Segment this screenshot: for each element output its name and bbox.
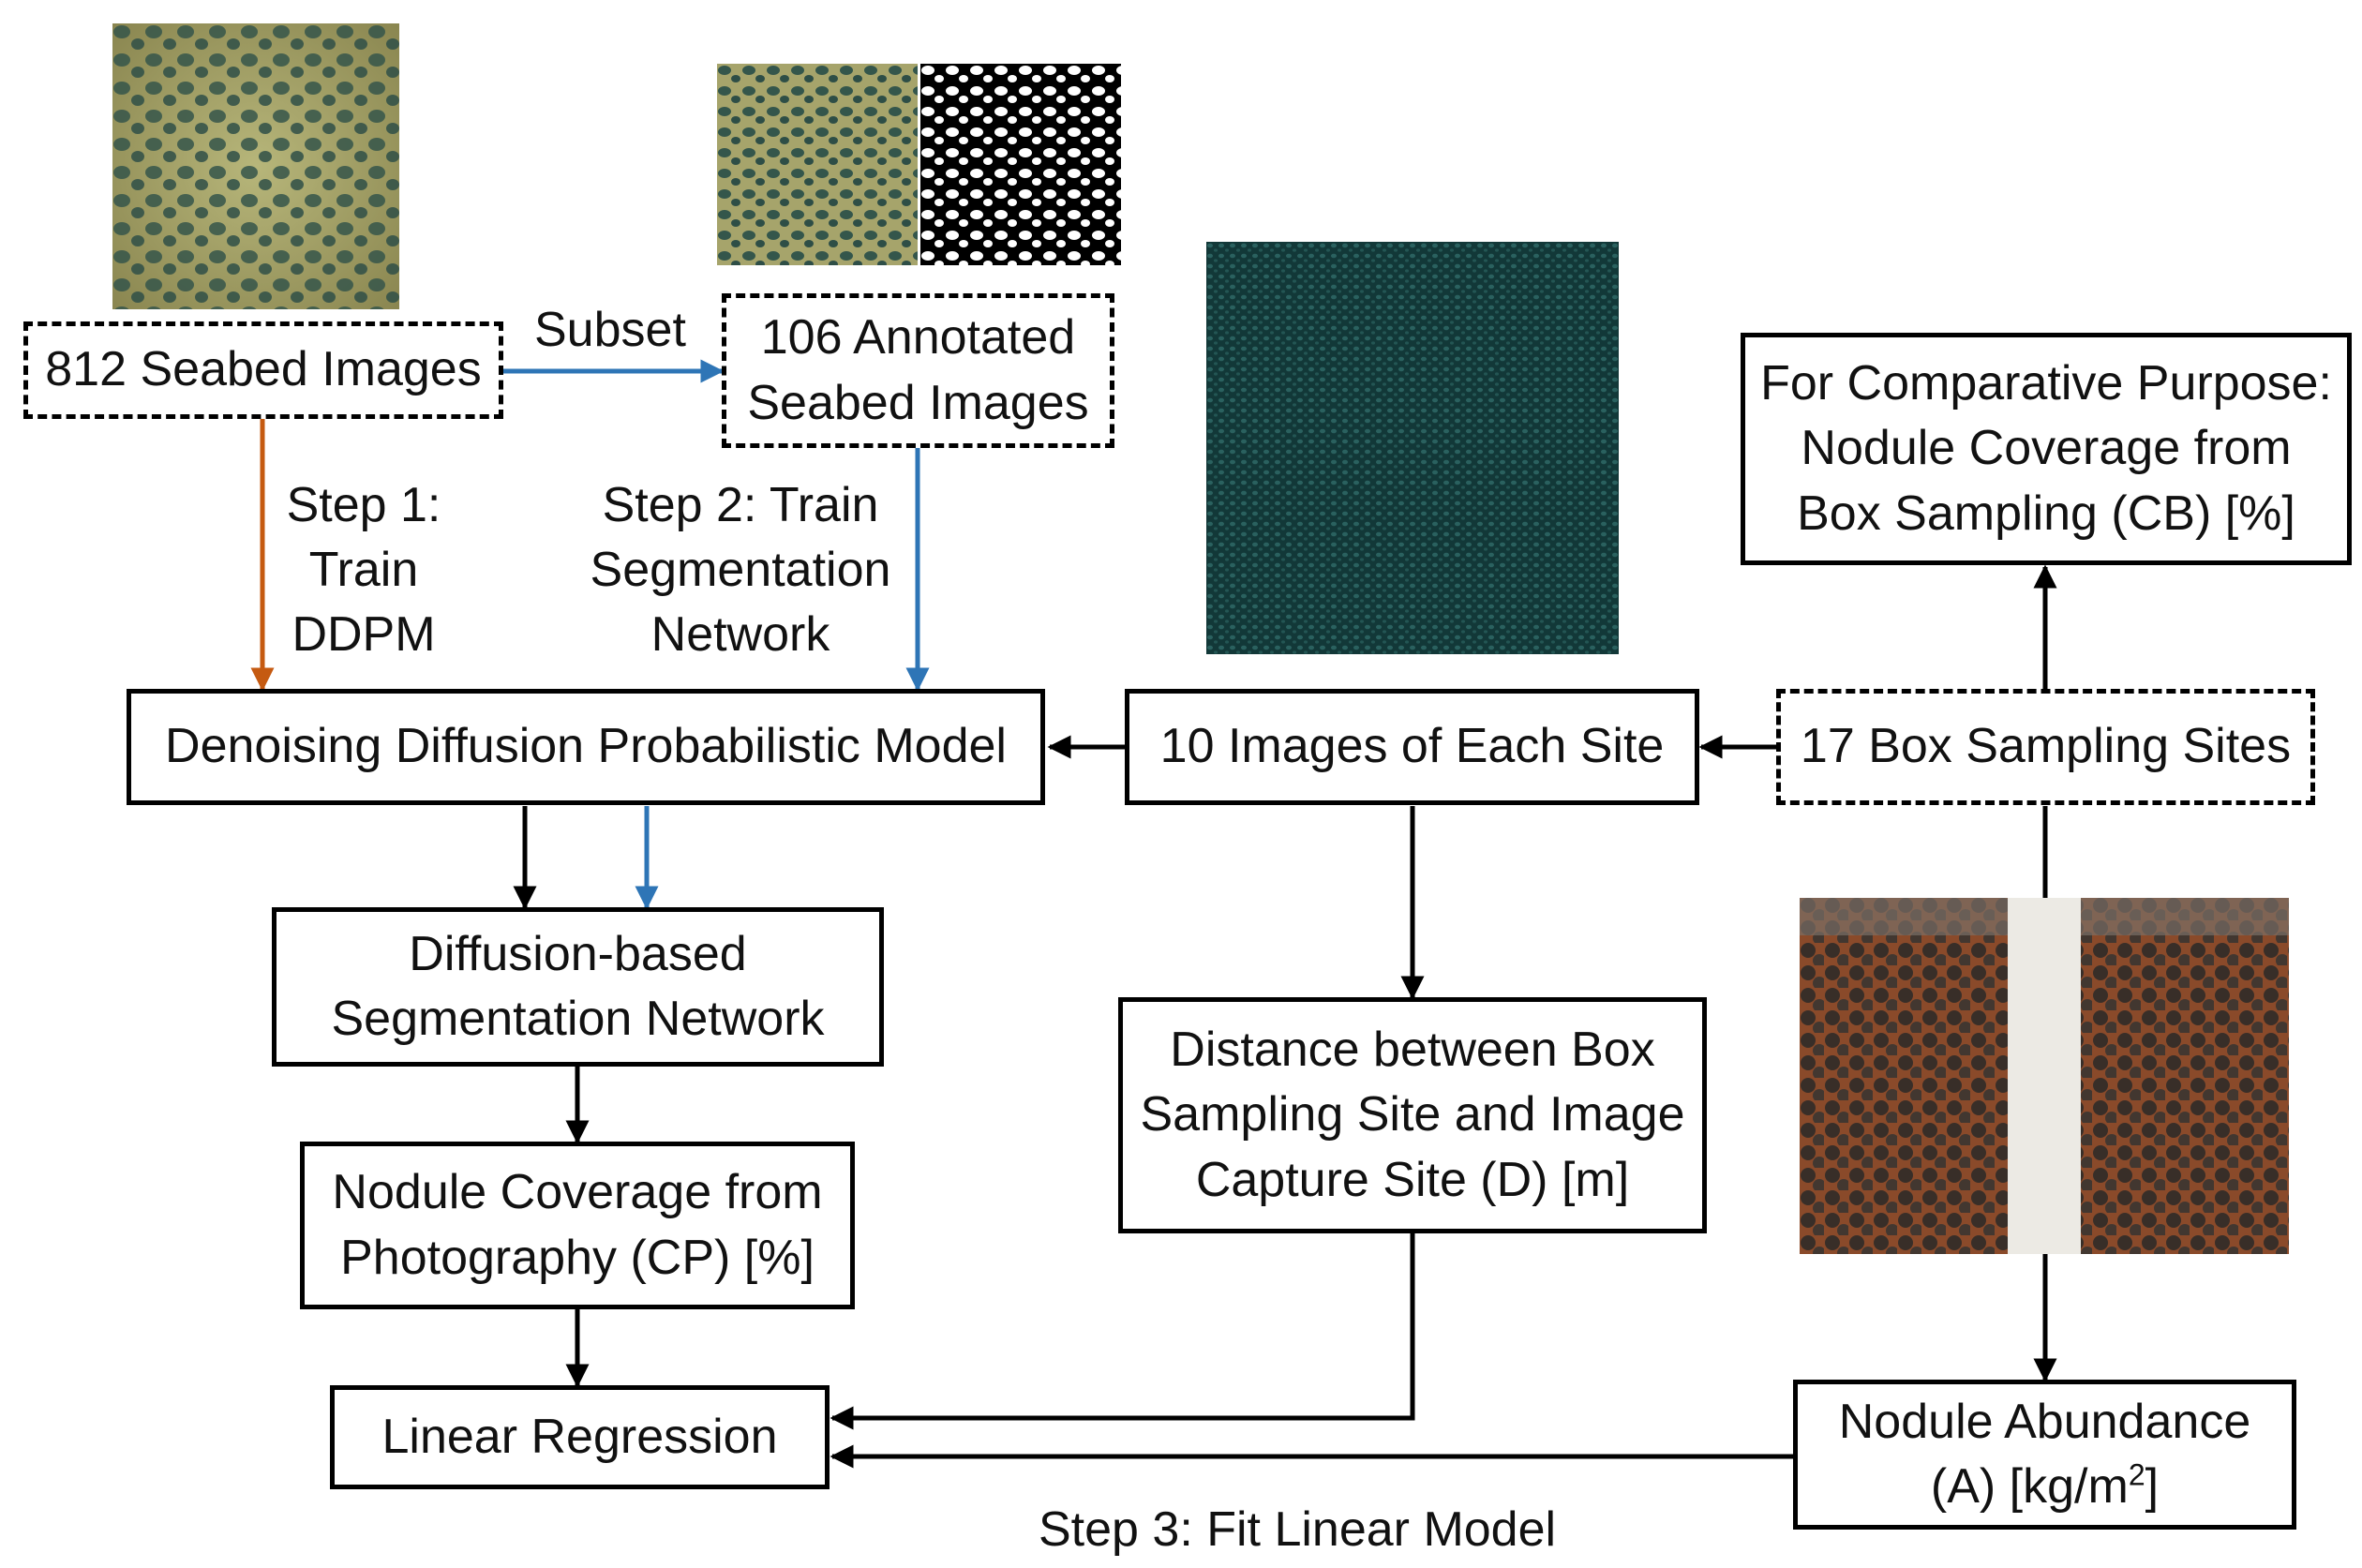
site-image [1206,242,1619,654]
step1-label-1: Step 1: [286,478,441,532]
coverage-photo-label-1: Nodule Coverage from [332,1165,823,1220]
abundance-unit-exponent: 2 [2128,1457,2145,1492]
linear-regression-node: Linear Regression [330,1385,830,1489]
distance-label-1: Distance between Box [1170,1023,1655,1078]
step2-label-2: Segmentation [590,543,891,598]
comparative-node: For Comparative Purpose: Nodule Coverage… [1741,333,2352,565]
annotated-images-label-2: Seabed Images [747,375,1089,430]
step2-label: Step 2: Train Segmentation Network [581,473,900,667]
box-sites-node: 17 Box Sampling Sites [1776,689,2315,805]
seg-network-label-1: Diffusion-based [409,926,747,981]
step2-label-1: Step 2: Train [602,478,879,532]
abundance-unit-base: (A) [kg/m [1930,1459,2129,1514]
subset-label: Subset [534,303,686,357]
coverage-photo-label-2: Photography (CP) [%] [340,1230,815,1285]
annotated-images-label-1: 106 Annotated [760,310,1076,366]
seabed-photo [112,23,399,309]
linear-regression-label: Linear Regression [381,1409,778,1464]
distance-label-2: Sampling Site and Image [1140,1087,1685,1142]
distance-node: Distance between Box Sampling Site and I… [1118,997,1707,1233]
step3-label: Step 3: Fit Linear Model [1039,1502,1557,1557]
step2-label-3: Network [650,607,830,663]
step1-label: Step 1: Train DDPM [270,473,457,667]
comparative-label-3: Box Sampling (CB) [%] [1797,485,2295,541]
abundance-node: Nodule Abundance (A) [kg/m2] [1793,1380,2296,1530]
segmentation-mask [920,64,1121,265]
annotated-seabed-photo [717,64,918,265]
site-images-node: 10 Images of Each Site [1125,689,1699,805]
ddpm-label: Denoising Diffusion Probabilistic Model [165,719,1007,774]
annotated-images-node: 106 Annotated Seabed Images [722,293,1114,448]
ddpm-node: Denoising Diffusion Probabilistic Model [127,689,1045,805]
step1-label-2: Train [308,543,419,598]
comparative-label-2: Nodule Coverage from [1801,421,2292,476]
coverage-photo-node: Nodule Coverage from Photography (CP) [%… [300,1142,855,1309]
site-images-label: 10 Images of Each Site [1159,719,1665,774]
seg-network-node: Diffusion-based Segmentation Network [272,907,884,1067]
seabed-images-node: 812 Seabed Images [23,321,503,419]
comparative-label-1: For Comparative Purpose: [1760,356,2332,411]
distance-label-3: Capture Site (D) [m] [1195,1152,1630,1207]
abundance-unit-close: ] [2145,1459,2160,1514]
box-sample-photo [1800,898,2289,1254]
box-sites-label: 17 Box Sampling Sites [1800,719,2292,774]
abundance-label-2: (A) [kg/m2] [1839,1455,2251,1519]
distance-to-regression-arrow [830,1232,1415,1430]
seg-network-label-2: Segmentation Network [331,992,825,1046]
abundance-label-1: Nodule Abundance [1838,1394,2251,1449]
seabed-images-label: 812 Seabed Images [45,342,482,397]
step1-label-3: DDPM [292,607,436,663]
